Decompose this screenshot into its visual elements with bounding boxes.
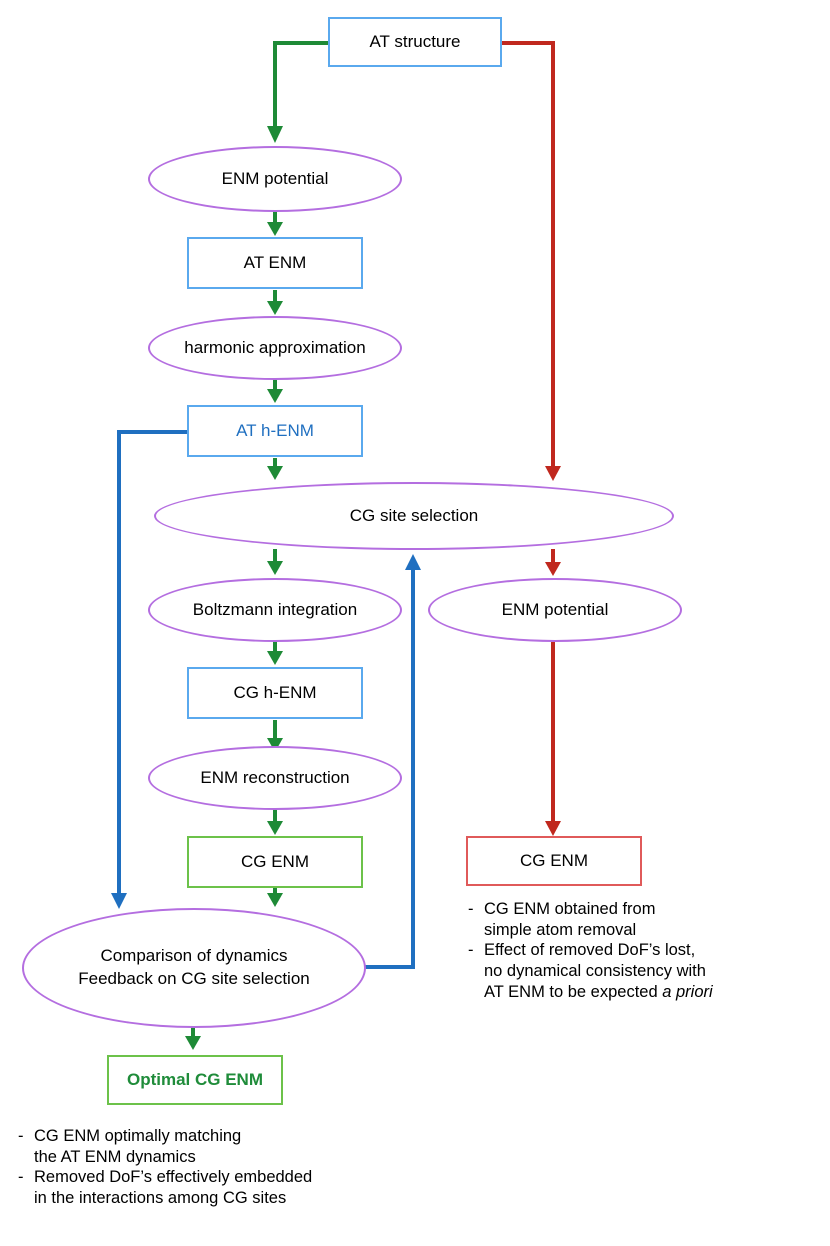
right-note-1-line2: simple atom removal xyxy=(484,920,637,939)
red-path xyxy=(501,41,555,825)
right-note-2-line3: AT ENM to be expected a priori xyxy=(484,982,808,1003)
bottom-note-2-line1: Removed DoF’s effectively embedded xyxy=(34,1168,313,1187)
optimal-cg-enm-box: Optimal CG ENM xyxy=(107,1055,283,1105)
at-enm-box: AT ENM xyxy=(187,237,363,289)
right-note-2-line3-italic: a priori xyxy=(662,982,713,1001)
right-note-2-line1: Effect of removed DoF’s lost, xyxy=(484,941,696,960)
comparison-line2: Feedback on CG site selection xyxy=(78,969,310,988)
right-note-item: CG ENM obtained from simple atom removal xyxy=(468,899,808,940)
bottom-note-item: Removed DoF’s effectively embedded in th… xyxy=(18,1167,398,1208)
right-note-2-line3-text: AT ENM to be expected xyxy=(484,982,663,1001)
enm-potential-left-label: ENM potential xyxy=(221,168,329,188)
cg-site-selection-label: CG site selection xyxy=(349,505,479,525)
boltzmann-integration-oval: Boltzmann integration xyxy=(148,578,402,642)
bottom-note-1-line2: the AT ENM dynamics xyxy=(34,1147,196,1166)
enm-potential-right-label: ENM potential xyxy=(501,599,609,619)
bottom-note-item: CG ENM optimally matching the AT ENM dyn… xyxy=(18,1126,398,1167)
at-enm-label: AT ENM xyxy=(243,252,307,272)
enm-potential-right-oval: ENM potential xyxy=(428,578,682,642)
green-path xyxy=(191,41,328,1040)
cg-h-enm-box: CG h-ENM xyxy=(187,667,363,719)
comparison-line1: Comparison of dynamics xyxy=(100,946,288,966)
boltzmann-integration-label: Boltzmann integration xyxy=(192,599,358,619)
optimal-cg-enm-label: Optimal CG ENM xyxy=(126,1069,263,1089)
cg-site-selection-oval: CG site selection xyxy=(154,482,674,550)
green-arrowheads xyxy=(185,126,283,1050)
bottom-note-2-line2: in the interactions among CG sites xyxy=(34,1188,287,1207)
cg-enm-right-label: CG ENM xyxy=(520,850,588,870)
right-note-1-line1: CG ENM obtained from xyxy=(484,900,656,918)
bottom-note-1-line1: CG ENM optimally matching xyxy=(34,1127,242,1145)
cg-h-enm-label: CG h-ENM xyxy=(233,682,317,702)
comparison-feedback-oval: Comparison of dynamics Feedback on CG si… xyxy=(22,908,366,1028)
right-notes: CG ENM obtained from simple atom removal… xyxy=(468,899,808,1002)
right-note-item: Effect of removed DoF’s lost, no dynamic… xyxy=(468,940,808,1002)
at-structure-label: AT structure xyxy=(369,31,461,51)
cg-enm-left-box: CG ENM xyxy=(187,836,363,888)
blue-arrowheads xyxy=(111,554,421,909)
enm-reconstruction-label: ENM reconstruction xyxy=(200,767,350,787)
right-note-2-line2: no dynamical consistency with xyxy=(484,961,706,980)
red-arrowheads xyxy=(545,466,561,836)
harmonic-approximation-label: harmonic approximation xyxy=(184,337,366,357)
at-structure-box: AT structure xyxy=(328,17,502,67)
cg-enm-right-box: CG ENM xyxy=(466,836,642,886)
cg-enm-left-label: CG ENM xyxy=(241,851,309,871)
blue-path xyxy=(117,430,415,969)
harmonic-approximation-oval: harmonic approximation xyxy=(148,316,402,380)
enm-reconstruction-oval: ENM reconstruction xyxy=(148,746,402,810)
at-h-enm-label: AT h-ENM xyxy=(236,420,314,440)
bottom-notes: CG ENM optimally matching the AT ENM dyn… xyxy=(18,1126,398,1209)
at-h-enm-box: AT h-ENM xyxy=(187,405,363,457)
enm-potential-left-oval: ENM potential xyxy=(148,146,402,212)
